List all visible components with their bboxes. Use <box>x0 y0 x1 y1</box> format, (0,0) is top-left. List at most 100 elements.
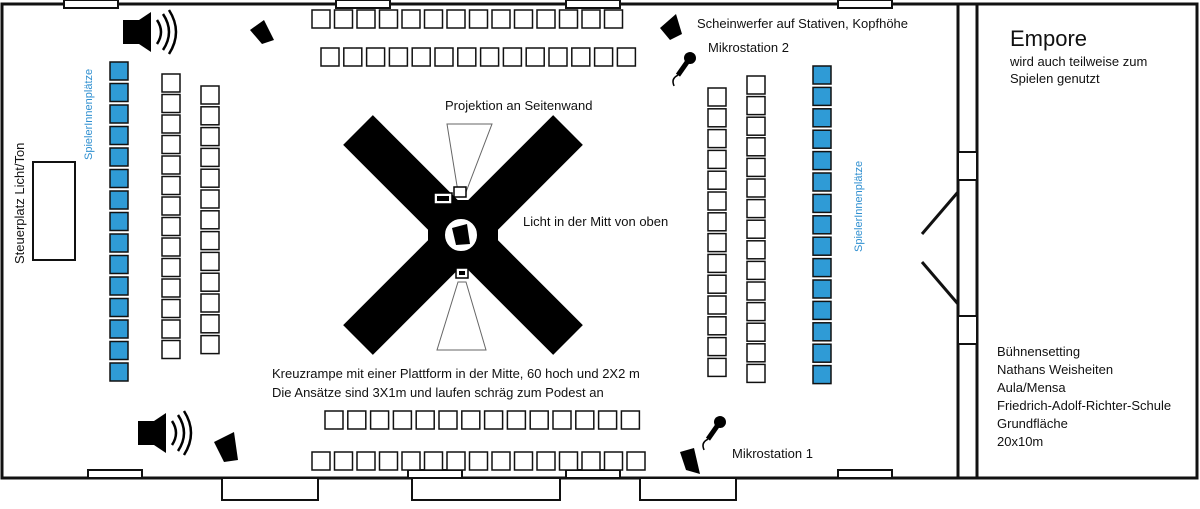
audience-seat <box>707 149 727 170</box>
info-line: Aula/Mensa <box>997 380 1066 395</box>
audience-seat <box>603 9 624 29</box>
audience-seat <box>446 9 466 29</box>
microphone-icon-bottom <box>702 416 726 451</box>
audience-seat <box>311 9 331 29</box>
audience-seat <box>746 116 766 136</box>
audience-seat <box>707 212 727 232</box>
player-seat <box>812 215 832 235</box>
projector-lower-icon <box>455 267 469 279</box>
audience-seat <box>707 170 727 190</box>
audience-seat <box>746 281 766 301</box>
audience-seat <box>483 410 504 430</box>
player-seat <box>109 104 129 124</box>
player-seat <box>109 254 129 275</box>
exit-bay-2 <box>411 477 561 501</box>
exit-bay-1 <box>221 477 319 501</box>
audience-seat <box>707 232 727 253</box>
audience-seat <box>525 47 545 67</box>
audience-seat <box>746 137 766 157</box>
speaker-icon-bottom <box>138 410 193 456</box>
label-licht-mitte: Licht in der Mitt von oben <box>523 214 668 229</box>
label-kreuzrampe-1: Kreuzrampe mit einer Plattform in der Mi… <box>272 366 640 381</box>
audience-seat <box>200 168 220 188</box>
audience-seat <box>200 210 220 230</box>
audience-seat <box>378 9 399 29</box>
audience-seat <box>200 334 220 355</box>
audience-seat <box>423 9 444 29</box>
audience-seat <box>707 295 727 315</box>
audience-seat <box>575 410 595 430</box>
audience-seat <box>746 301 766 322</box>
audience-seat <box>161 93 181 114</box>
player-seat <box>109 276 129 296</box>
player-seat <box>812 129 832 149</box>
player-seat <box>812 193 832 214</box>
audience-seat <box>603 451 624 471</box>
audience-seat <box>333 451 354 471</box>
player-seat <box>109 297 129 318</box>
control-desk <box>32 161 76 261</box>
window-bottom-2 <box>407 469 463 479</box>
audience-seat <box>161 339 181 360</box>
player-seat <box>812 108 832 128</box>
player-seat <box>109 340 129 361</box>
audience-seat <box>746 363 766 384</box>
empore-line-2: Spielen genutzt <box>1010 71 1100 86</box>
window-top-4 <box>837 0 893 9</box>
audience-seat <box>200 106 220 126</box>
audience-seat <box>401 451 421 471</box>
audience-seat <box>320 47 340 67</box>
audience-seat <box>347 410 367 430</box>
speaker-icon <box>123 9 178 55</box>
audience-seat <box>581 9 601 29</box>
audience-seat <box>411 47 431 67</box>
audience-seat <box>365 47 386 67</box>
player-seat <box>109 82 129 103</box>
audience-seat <box>502 47 523 67</box>
audience-seat <box>746 219 766 239</box>
audience-seat <box>620 410 641 430</box>
label-projektion: Projektion an Seitenwand <box>445 98 592 113</box>
audience-seat <box>200 230 220 251</box>
audience-seat <box>593 47 614 67</box>
info-line: Nathans Weisheiten <box>997 362 1113 377</box>
label-steuerplatz: Steuerplatz Licht/Ton <box>12 143 27 264</box>
audience-seat <box>558 451 579 471</box>
audience-seat <box>200 85 220 105</box>
player-seat <box>109 319 129 339</box>
audience-seat <box>552 410 572 430</box>
audience-seat <box>746 198 766 219</box>
audience-seat <box>513 451 534 471</box>
audience-seat <box>597 410 618 430</box>
audience-seat <box>333 9 354 29</box>
player-seat <box>812 300 832 321</box>
audience-seat <box>707 128 727 149</box>
audience-seat <box>161 114 181 134</box>
audience-seat <box>746 240 766 260</box>
audience-seat <box>356 451 376 471</box>
audience-seat <box>513 9 534 29</box>
audience-seat <box>457 47 477 67</box>
empore-step-top <box>957 151 978 181</box>
window-bottom-3 <box>565 469 621 479</box>
audience-seat <box>378 451 399 471</box>
audience-seat <box>468 451 489 471</box>
audience-seat <box>746 75 766 95</box>
audience-seat <box>746 343 766 363</box>
player-seat <box>812 364 832 385</box>
player-seat <box>812 172 832 192</box>
audience-seat <box>746 260 766 281</box>
audience-seat <box>506 410 527 430</box>
audience-seat <box>161 257 181 278</box>
audience-seat <box>161 298 181 319</box>
window-bottom-1 <box>87 469 143 479</box>
audience-seat <box>388 47 409 67</box>
label-kreuzrampe-2: Die Ansätze sind 3X1m und laufen schräg … <box>272 385 604 400</box>
audience-seat <box>161 237 181 257</box>
player-seat <box>109 168 129 189</box>
audience-seat <box>707 253 727 274</box>
info-line: 20x10m <box>997 434 1043 449</box>
player-seat <box>109 233 129 253</box>
audience-seat <box>707 357 727 378</box>
